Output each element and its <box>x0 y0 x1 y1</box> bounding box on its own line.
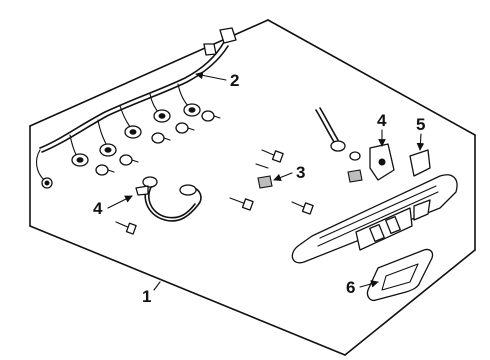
socket-group <box>71 103 201 167</box>
fastener-group <box>115 149 314 235</box>
callout-2-label: 2 <box>230 71 239 90</box>
callout-3-label: 3 <box>296 163 305 182</box>
callout-2: 2 <box>195 71 239 90</box>
license-lamp <box>366 248 434 302</box>
callout-5: 5 <box>416 115 425 151</box>
callout-5-label: 5 <box>416 115 425 134</box>
callout-4-left: 4 <box>93 195 133 218</box>
side-lens <box>409 149 431 177</box>
callout-6: 6 <box>346 278 379 297</box>
callout-6-label: 6 <box>346 278 355 297</box>
wiring-harness <box>35 27 237 189</box>
lamp-bracket <box>369 143 395 181</box>
callout-4-right: 4 <box>377 111 387 147</box>
bulb-group <box>95 110 221 176</box>
clip-part <box>257 175 273 189</box>
tail-lamp-assembly <box>291 174 458 264</box>
sub-harness-left <box>135 176 202 222</box>
pigtail-socket <box>315 107 363 183</box>
callout-3: 3 <box>273 163 305 182</box>
callout-4-right-label: 4 <box>377 111 387 130</box>
baseplate-outline <box>29 19 476 356</box>
callout-1: 1 <box>142 281 161 306</box>
callout-4-left-label: 4 <box>93 199 103 218</box>
callout-1-label: 1 <box>142 287 151 306</box>
